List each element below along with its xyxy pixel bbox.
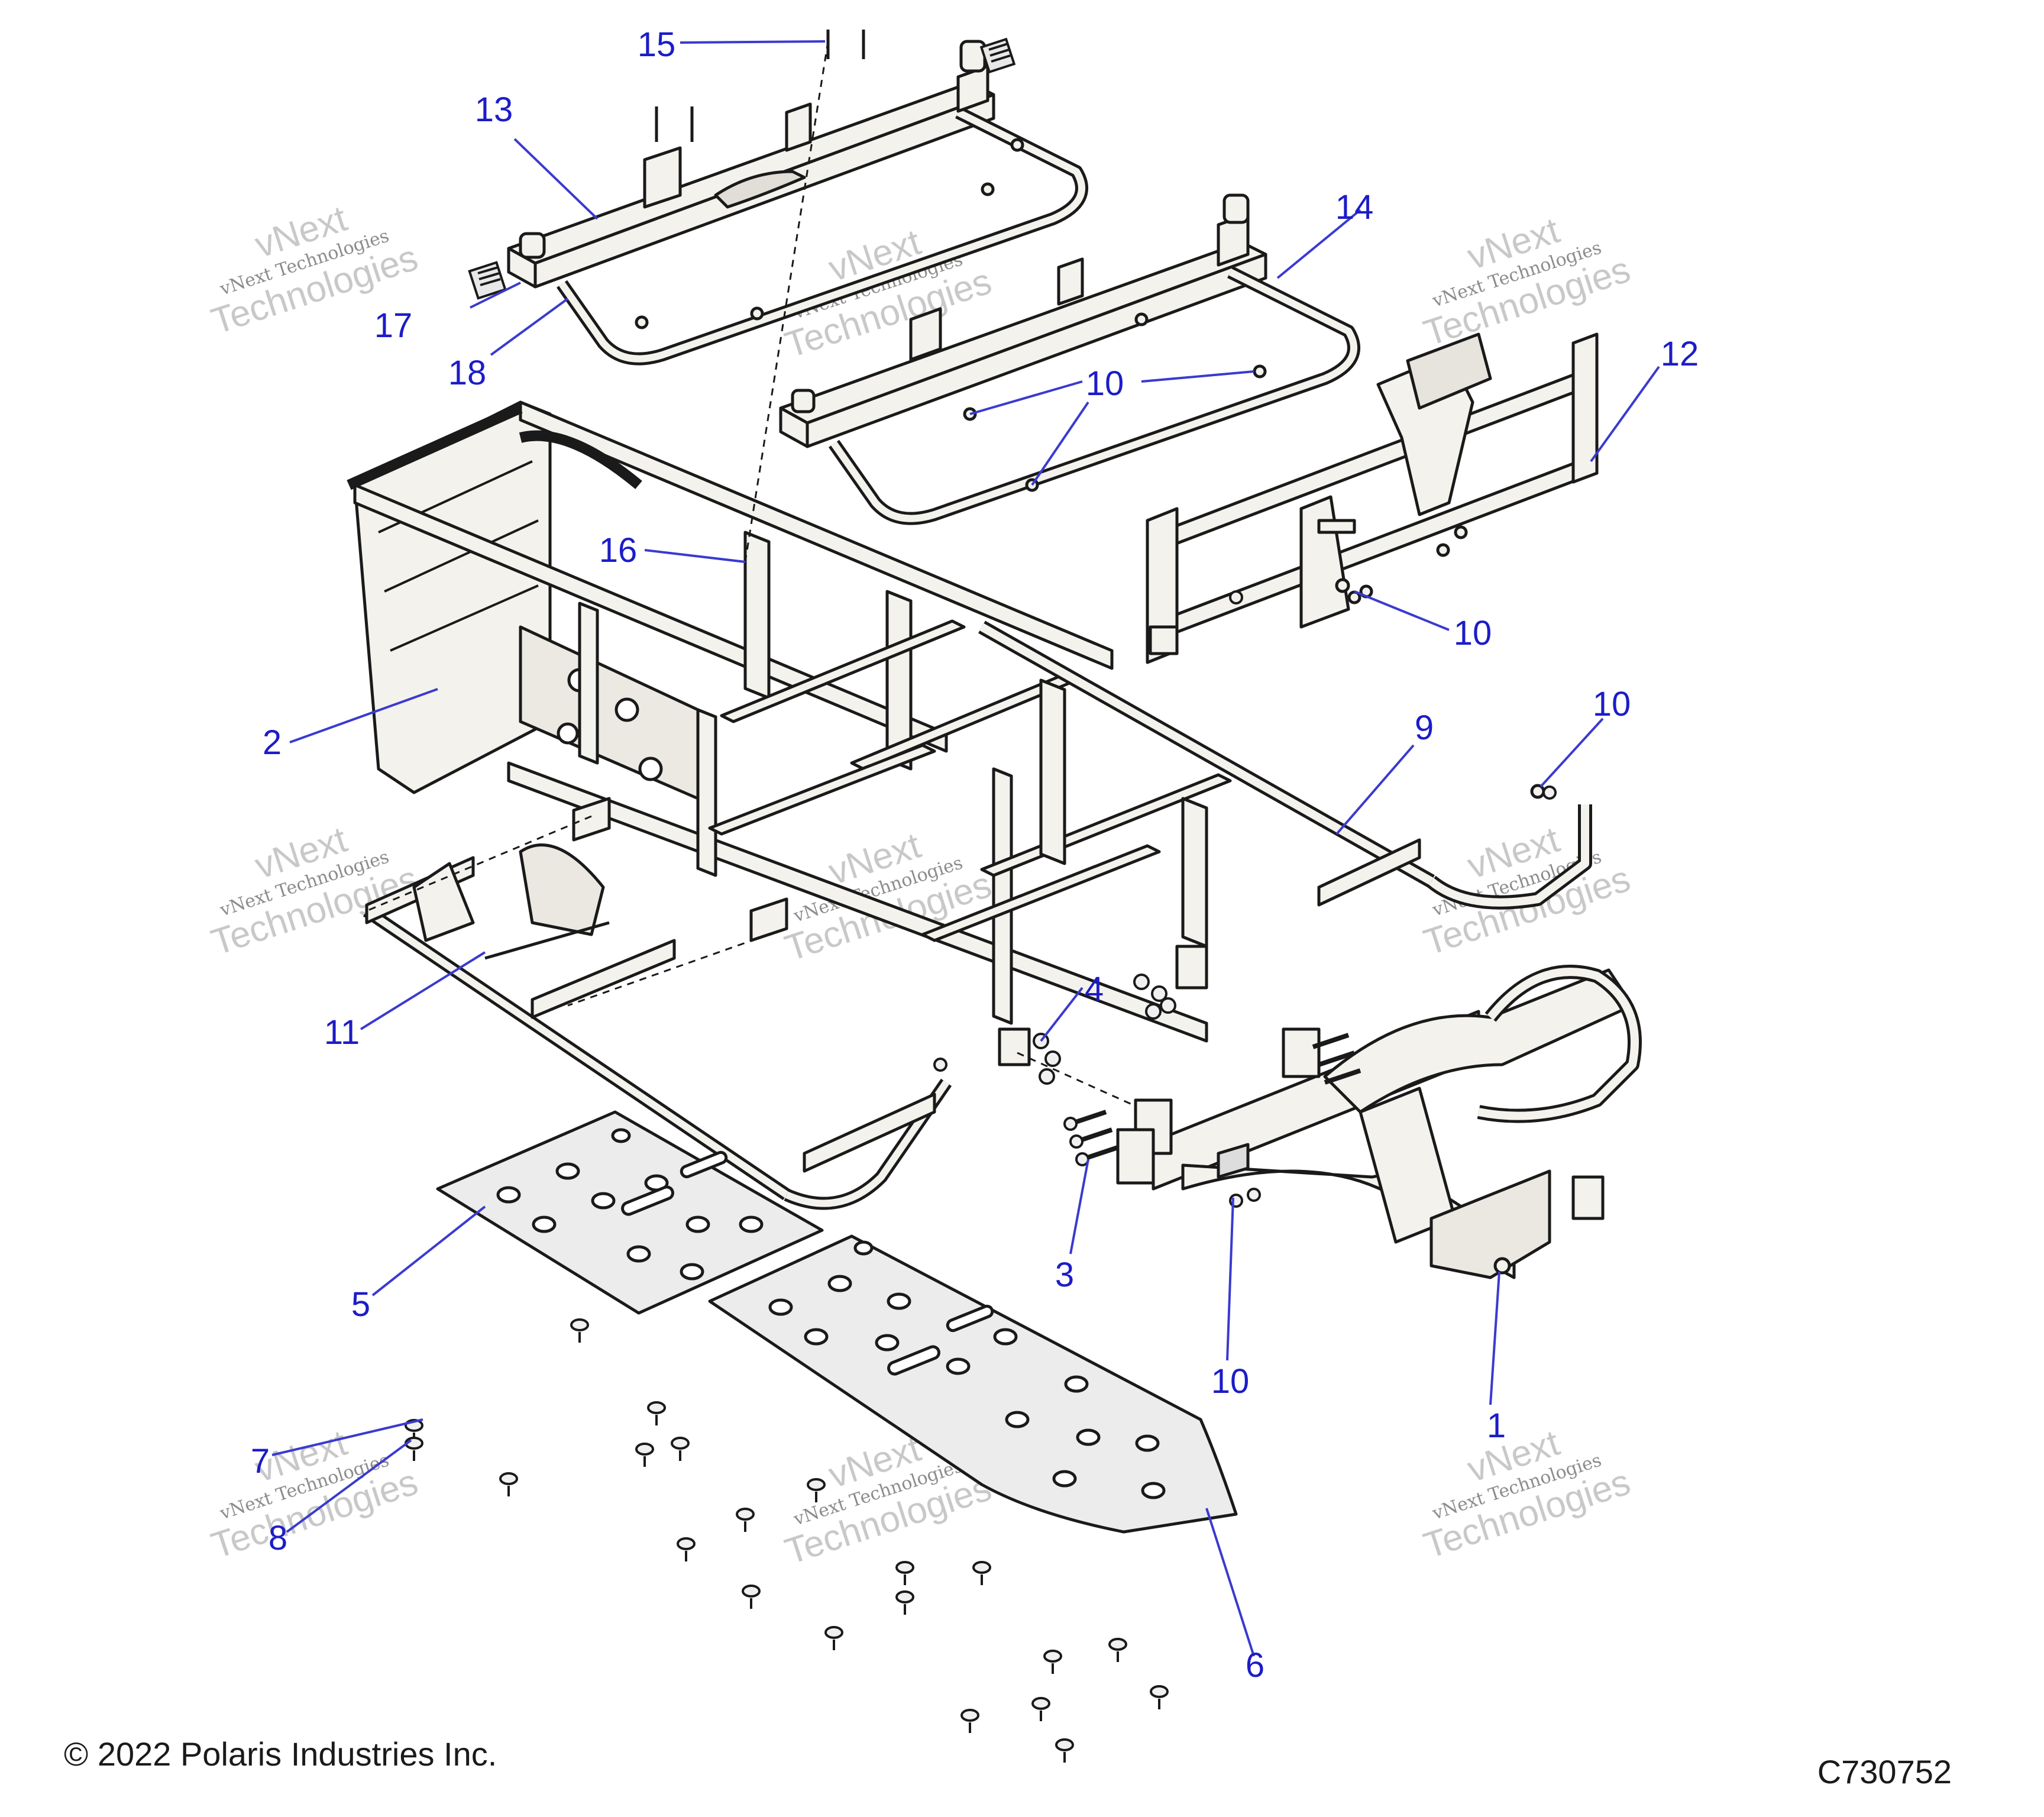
rivet xyxy=(647,1401,666,1414)
copyright-text: © 2022 Polaris Industries Inc. xyxy=(64,1735,497,1773)
rivet xyxy=(570,1318,589,1331)
callout-5: 5 xyxy=(351,1285,370,1324)
callout-6: 6 xyxy=(1246,1646,1264,1685)
rivet xyxy=(960,1709,979,1722)
callout-10b: 10 xyxy=(1454,614,1492,652)
callout-16: 16 xyxy=(599,531,638,570)
part-6-front-skid xyxy=(708,1234,1238,1534)
rivet xyxy=(677,1537,696,1550)
bolts-and-nuts xyxy=(933,590,1557,1208)
callout-10a: 10 xyxy=(1086,364,1124,403)
callout-17: 17 xyxy=(374,306,413,345)
part-1-front-subframe xyxy=(1116,965,1642,1279)
alignment-lines xyxy=(366,41,1136,1107)
callout-7: 7 xyxy=(251,1442,270,1480)
part-17-pad xyxy=(468,37,1016,300)
callout-10c: 10 xyxy=(1593,685,1631,723)
part-5-skid-plate xyxy=(436,1110,824,1315)
part-12-front-frame xyxy=(1146,332,1599,664)
callout-3: 3 xyxy=(1055,1256,1074,1294)
callout-9: 9 xyxy=(1415,709,1434,747)
callout-8: 8 xyxy=(269,1519,287,1557)
rivet xyxy=(736,1508,755,1521)
callout-13: 13 xyxy=(475,90,513,129)
rivet xyxy=(1108,1638,1127,1651)
callout-11: 11 xyxy=(324,1013,360,1052)
rivet xyxy=(807,1478,826,1491)
leader-lines xyxy=(271,40,1660,1657)
rivet xyxy=(635,1443,654,1456)
footer: © 2022 Polaris Industries Inc. C730752 xyxy=(64,1735,1952,1790)
rivet xyxy=(499,1472,518,1485)
rivet xyxy=(895,1590,914,1603)
diagram-id: C730752 xyxy=(1817,1753,1952,1790)
callout-1: 1 xyxy=(1487,1407,1506,1445)
rivet xyxy=(1055,1738,1074,1751)
rivet xyxy=(671,1437,690,1450)
rivet xyxy=(972,1561,991,1574)
callout-14: 14 xyxy=(1335,188,1374,227)
callout-12: 12 xyxy=(1661,335,1699,373)
rivet xyxy=(1031,1697,1050,1710)
rivet xyxy=(895,1561,914,1574)
callout-18: 18 xyxy=(448,354,487,392)
callout-2: 2 xyxy=(263,723,282,762)
rivet xyxy=(1150,1685,1169,1698)
callout-labels: 1 2 3 4 5 6 7 8 9 10 10 10 10 11 12 13 1… xyxy=(251,25,1699,1685)
callout-10d: 10 xyxy=(1211,1362,1250,1401)
part-13-upper-cargo-frame xyxy=(507,30,1088,366)
callout-4: 4 xyxy=(1085,970,1104,1008)
rivet xyxy=(1043,1650,1062,1663)
part-11-lower-cradle xyxy=(363,843,952,1210)
part-2-main-chassis xyxy=(347,400,1232,1066)
rivet xyxy=(742,1585,761,1598)
callout-15: 15 xyxy=(638,25,676,64)
part-14-cargo-frame xyxy=(779,193,1360,525)
rivet xyxy=(824,1626,843,1639)
part-9-side-rail xyxy=(978,620,1592,948)
